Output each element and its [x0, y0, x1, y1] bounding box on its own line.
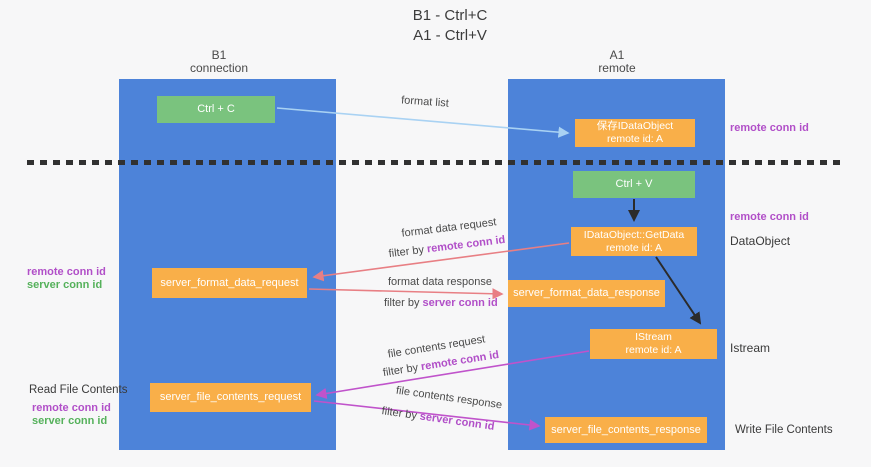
getdata-line1: IDataObject::GetData — [583, 228, 685, 241]
title-line-b1: B1 - Ctrl+C — [412, 7, 488, 24]
save-idataobject-line2: remote id: A — [606, 133, 664, 145]
arrow-format-data-response — [308, 288, 504, 300]
arrow-file-contents-request — [315, 350, 590, 399]
right-remote-conn-id-2: remote conn id — [730, 211, 809, 223]
left-column-role: connection — [189, 61, 249, 75]
right-write-file-contents-label: Write File Contents — [735, 424, 833, 436]
right-column-header: A1 remote — [517, 49, 717, 75]
left-remote-conn-id-2: remote conn id — [32, 402, 111, 414]
left-read-file-contents-label: Read File Contents — [29, 384, 128, 396]
box-save-idataobject: 保存IDataObject remote id: A — [575, 119, 695, 147]
label-filter-server-1: filter by server conn id — [384, 297, 498, 309]
arrow-file-contents-response — [313, 400, 541, 431]
box-istream: IStream remote id: A — [590, 329, 717, 359]
left-remote-conn-id-1: remote conn id — [27, 266, 106, 278]
right-dataobject-label: DataObject — [730, 234, 791, 248]
right-column-name: A1 — [609, 48, 625, 62]
right-remote-conn-id-1: remote conn id — [730, 122, 809, 134]
istream-line2: remote id: A — [625, 344, 682, 356]
right-istream-label: Istream — [730, 341, 771, 355]
save-idataobject-line1: 保存IDataObject — [596, 120, 674, 132]
arrow-getdata-to-istream — [655, 256, 702, 325]
getdata-line2: remote id: A — [605, 241, 663, 254]
box-server-format-data-request: server_format_data_request — [152, 268, 307, 298]
right-column-role: remote — [598, 61, 636, 75]
left-column-header: B1 connection — [119, 49, 319, 75]
box-server-file-contents-request: server_file_contents_request — [150, 383, 311, 412]
server-conn-id-text: server conn id — [422, 297, 498, 309]
arrow-format-data-request — [312, 242, 570, 282]
istream-line1: IStream — [635, 331, 672, 343]
box-server-file-contents-response: server_file_contents_response — [545, 417, 707, 443]
left-conn-ids-2: remote conn id server conn id — [32, 402, 111, 428]
label-format-data-response: format data response — [388, 276, 492, 288]
ctrl-v-label: Ctrl + V — [615, 178, 653, 190]
server-file-contents-response-label: server_file_contents_response — [551, 423, 701, 436]
left-server-conn-id-1: server conn id — [27, 279, 103, 291]
server-format-data-request-label: server_format_data_request — [160, 276, 299, 289]
ctrl-c-label: Ctrl + C — [197, 103, 235, 115]
arrow-format-list — [276, 107, 570, 138]
left-conn-ids-1: remote conn id server conn id — [27, 266, 106, 292]
left-server-conn-id-2: server conn id — [32, 415, 108, 427]
dashed-separator-line — [27, 160, 842, 165]
box-ctrl-v: Ctrl + V — [573, 171, 695, 198]
box-server-format-data-response: server_format_data_response — [508, 280, 665, 307]
title-line-a1: A1 - Ctrl+V — [413, 27, 487, 44]
filter-by-text: filter by — [384, 297, 423, 309]
server-format-data-response-label: server_format_data_response — [513, 287, 660, 299]
box-idataobject-getdata: IDataObject::GetData remote id: A — [571, 227, 697, 256]
diagram-title: B1 - Ctrl+C A1 - Ctrl+V — [350, 6, 550, 46]
server-file-contents-request-label: server_file_contents_request — [159, 391, 302, 403]
left-column-name: B1 — [211, 48, 227, 62]
box-ctrl-c: Ctrl + C — [157, 96, 275, 123]
